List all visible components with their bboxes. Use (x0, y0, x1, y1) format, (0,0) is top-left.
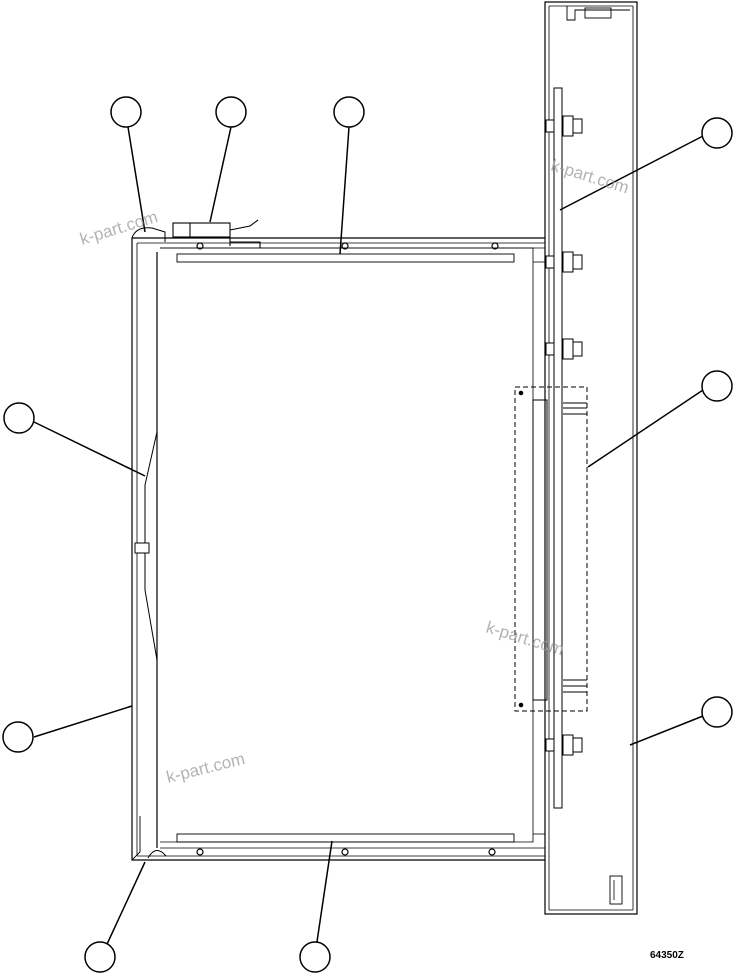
callout-10 (299, 941, 331, 973)
mounting-plate (553, 87, 563, 809)
switch-component (172, 219, 261, 248)
left-side-bracket (134, 431, 158, 661)
watermark-4: k-part.com (164, 749, 247, 787)
figure-number: 64350Z (650, 950, 684, 961)
door-panel (544, 1, 638, 915)
callout-1 (110, 96, 142, 128)
callout-6 (701, 370, 733, 402)
callout-9 (84, 941, 116, 973)
callout-3 (333, 96, 365, 128)
callout-2 (215, 96, 247, 128)
hinge-assembly (514, 386, 588, 712)
callout-8 (2, 721, 34, 753)
watermarks: k-part.com k-part.com k-part.com k-part.… (78, 156, 632, 787)
watermark-2: k-part.com (549, 156, 631, 198)
callout-circles (2, 96, 733, 973)
leader-lines (33, 126, 704, 956)
bolt-1 (545, 115, 583, 137)
bolt-2 (545, 251, 583, 273)
callout-7 (701, 696, 733, 728)
callout-4 (701, 117, 733, 149)
callout-5 (3, 402, 35, 434)
watermark-1: k-part.com (78, 207, 160, 249)
bolt-4 (545, 734, 583, 756)
bolt-3 (545, 338, 583, 360)
bolt-hardware (545, 115, 583, 756)
